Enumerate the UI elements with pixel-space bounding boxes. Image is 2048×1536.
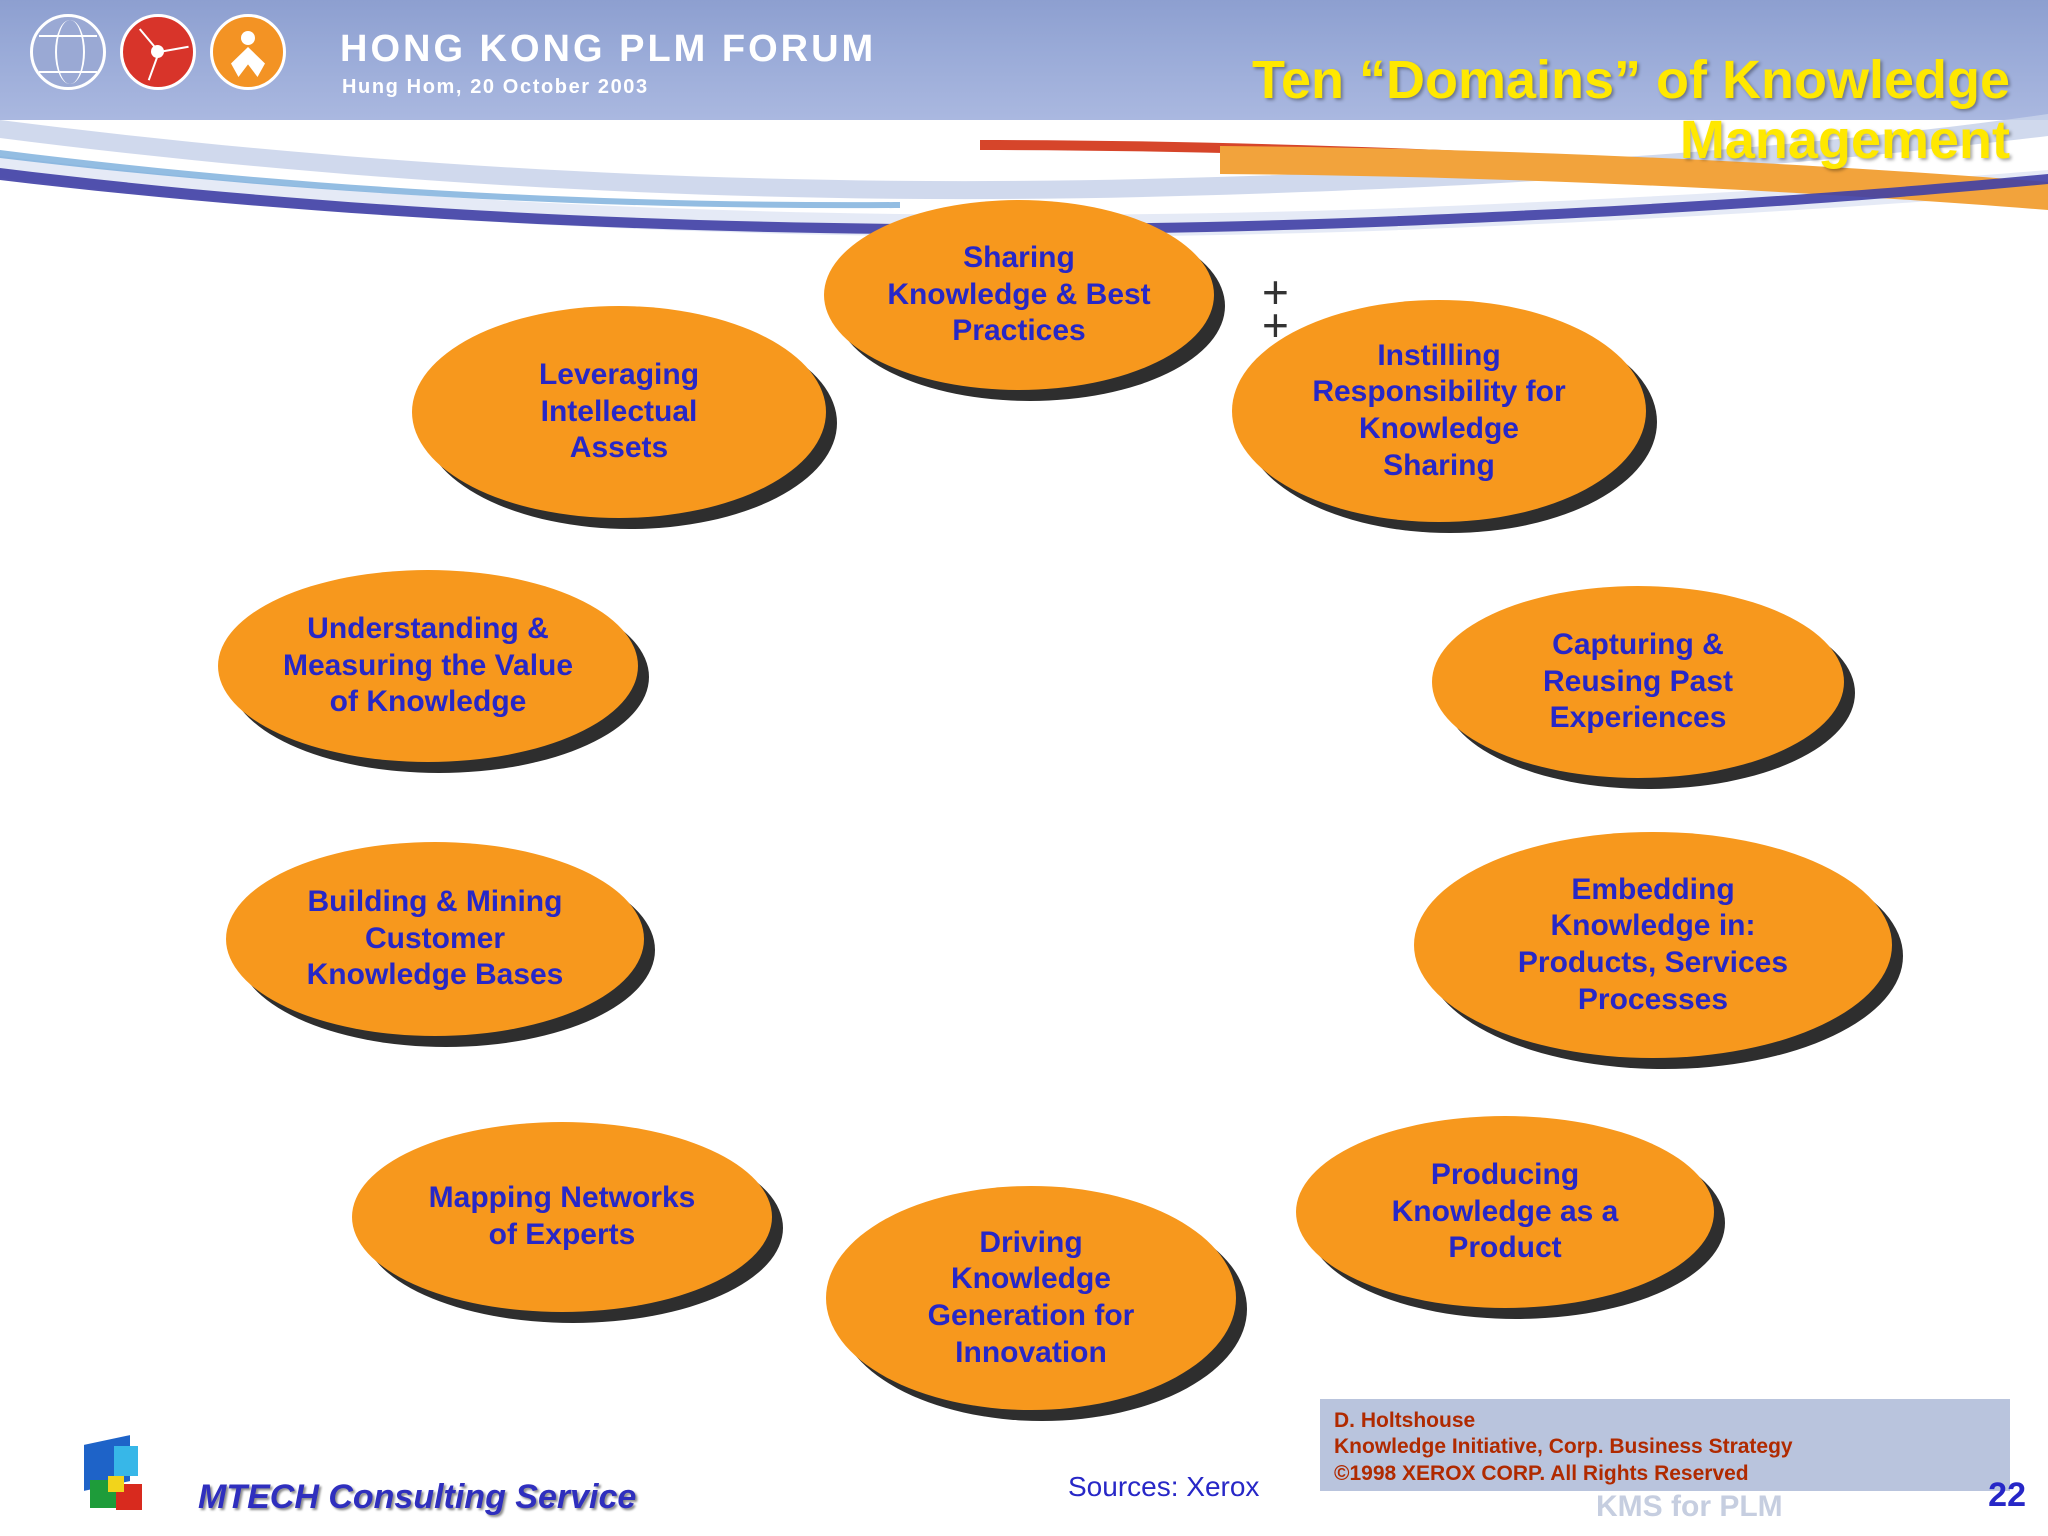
bubble-label: Leveraging Intellectual Assets — [538, 358, 700, 465]
header-band — [0, 0, 2048, 120]
credit-line-2: Knowledge Initiative, Corp. Business Str… — [1334, 1435, 1793, 1459]
company-name: MTECH Consulting Service — [198, 1478, 637, 1516]
slide-title: Ten “Domains” of Knowledge Management — [1251, 50, 2010, 171]
globe-icon — [30, 14, 106, 90]
bubble-understanding-measuring-value: Understanding & Measuring the Value of K… — [218, 570, 638, 762]
watermark-text: KMS for PLM — [1596, 1490, 1783, 1523]
mtech-logo-icon — [84, 1435, 158, 1514]
person-icon — [210, 14, 286, 90]
bubble-producing-knowledge-as-a-product: Producing Knowledge as a Product — [1296, 1116, 1714, 1308]
bubble-label: Building & Mining Customer Knowledge Bas… — [306, 885, 564, 992]
credit-box: D. Holtshouse Knowledge Initiative, Corp… — [1320, 1399, 2010, 1491]
bubble-instilling-responsibility: Instilling Responsibility for Knowledge … — [1232, 300, 1646, 522]
bubble-label: Producing Knowledge as a Product — [1391, 1158, 1619, 1265]
bubble-label: Mapping Networks of Experts — [428, 1181, 696, 1251]
bubble-sharing-knowledge-best-practices: Sharing Knowledge & Best Practices — [824, 200, 1214, 390]
bubble-label: Capturing & Reusing Past Experiences — [1542, 628, 1734, 735]
bubble-label: Embedding Knowledge in: Products, Servic… — [1517, 872, 1789, 1016]
credit-line-1: D. Holtshouse — [1334, 1409, 1476, 1432]
bubble-building-mining-customer-knowledge-bases: Building & Mining Customer Knowledge Bas… — [226, 842, 644, 1036]
bubble-embedding-knowledge: Embedding Knowledge in: Products, Servic… — [1414, 832, 1892, 1058]
bubble-label: Driving Knowledge Generation for Innovat… — [927, 1225, 1135, 1369]
bubble-capturing-reusing-past-experiences: Capturing & Reusing Past Experiences — [1432, 586, 1844, 778]
page-number: 22 — [1988, 1476, 2026, 1514]
header-swoosh-graphic — [0, 114, 2048, 246]
forum-title: HONG KONG PLM FORUM — [340, 28, 877, 70]
credit-line-3: ©1998 XEROX CORP. All Rights Reserved — [1334, 1461, 1749, 1485]
wheel-icon — [120, 14, 196, 90]
bubble-label: Instilling Responsibility for Knowledge … — [1312, 338, 1566, 482]
forum-logos — [30, 14, 286, 90]
bubble-leveraging-intellectual-assets: Leveraging Intellectual Assets — [412, 306, 826, 518]
bubble-label: Understanding & Measuring the Value of K… — [282, 612, 574, 719]
bubble-label: Sharing Knowledge & Best Practices — [887, 241, 1151, 348]
bubble-mapping-networks-of-experts: Mapping Networks of Experts — [352, 1122, 772, 1312]
plus-marks: + + — [1262, 266, 1289, 352]
bubble-driving-knowledge-generation: Driving Knowledge Generation for Innovat… — [826, 1186, 1236, 1410]
sources-label: Sources: Xerox — [1068, 1471, 1260, 1502]
forum-subtitle: Hung Hom, 20 October 2003 — [342, 76, 649, 98]
